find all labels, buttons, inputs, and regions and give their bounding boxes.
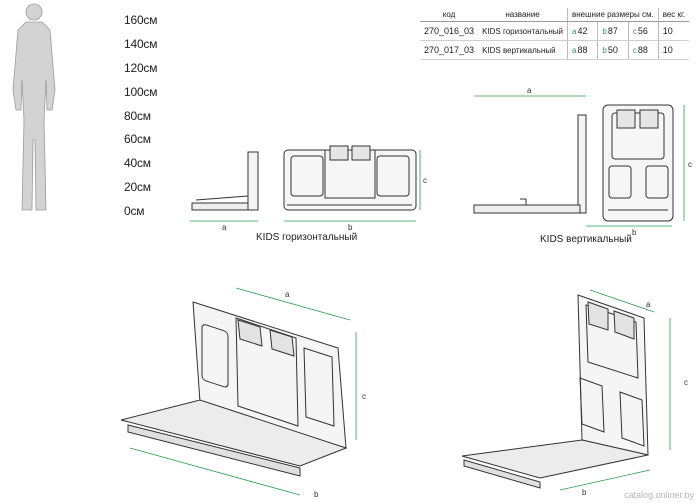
cell-b: 87	[607, 26, 618, 36]
caption-vertical: KIDS вертикальный	[540, 234, 632, 245]
dim-label-a: a	[285, 290, 290, 299]
header-name: название	[478, 8, 568, 22]
cell-weight: 10	[657, 40, 690, 60]
cell-a: 42	[577, 26, 588, 36]
vertical-3d-view	[461, 294, 649, 489]
table-row: 270_016_03 KIDS горизонтальный a42 b87 c…	[420, 21, 690, 41]
cell-name: KIDS вертикальный	[478, 40, 568, 60]
horizontal-front-view	[283, 145, 417, 211]
cell-a: 88	[577, 45, 588, 55]
dim-label-c: c	[684, 378, 688, 387]
cell-code: 270_016_03	[420, 21, 479, 41]
scale-label: 140см	[124, 37, 158, 51]
cell-b: 50	[607, 45, 618, 55]
dim-letter: b	[602, 27, 607, 36]
spec-table: код название внешние размеры см. вес кг.…	[420, 8, 690, 60]
dim-letter: c	[632, 46, 637, 55]
cell-c: 56	[637, 26, 648, 36]
dim-letter: a	[572, 46, 577, 55]
dim-label-c: c	[688, 160, 692, 169]
dim-letter: a	[572, 27, 577, 36]
scale-label: 20см	[124, 180, 151, 194]
watermark: catalog.onliner.by	[623, 490, 694, 500]
horizontal-side-view	[191, 151, 259, 211]
cell-name: KIDS горизонтальный	[478, 21, 568, 41]
dim-label-a: a	[646, 300, 651, 309]
dim-label-a: a	[222, 223, 227, 232]
dim-label-a: a	[527, 86, 532, 95]
scale-label: 160см	[124, 13, 158, 27]
dim-label-b: b	[632, 228, 637, 237]
cell-weight: 10	[657, 21, 690, 41]
header-dimensions: внешние размеры см.	[567, 8, 659, 22]
table-row: 270_017_03 KIDS вертикальный a88 b50 c88…	[420, 40, 690, 60]
dim-label-b: b	[348, 223, 353, 232]
scale-label: 120см	[124, 61, 158, 75]
horizontal-3d-view	[120, 301, 348, 477]
dim-label-b: b	[314, 490, 319, 499]
caption-horizontal: KIDS горизонтальный	[256, 232, 358, 243]
scale-label: 0см	[124, 204, 145, 218]
scale-label: 60см	[124, 132, 151, 146]
scale-label: 40см	[124, 156, 151, 170]
scale-label: 100см	[124, 85, 158, 99]
vertical-side-view	[473, 114, 587, 214]
dim-label-c: c	[423, 176, 427, 185]
cell-code: 270_017_03	[420, 40, 479, 60]
vertical-front-view	[602, 104, 674, 222]
header-weight: вес кг.	[657, 8, 690, 22]
dim-label-b: b	[582, 488, 587, 497]
dim-letter: c	[632, 27, 637, 36]
dim-label-c: c	[362, 392, 366, 401]
header-code: код	[420, 8, 479, 22]
scale-label: 80см	[124, 109, 151, 123]
dim-letter: b	[602, 46, 607, 55]
cell-c: 88	[637, 45, 648, 55]
